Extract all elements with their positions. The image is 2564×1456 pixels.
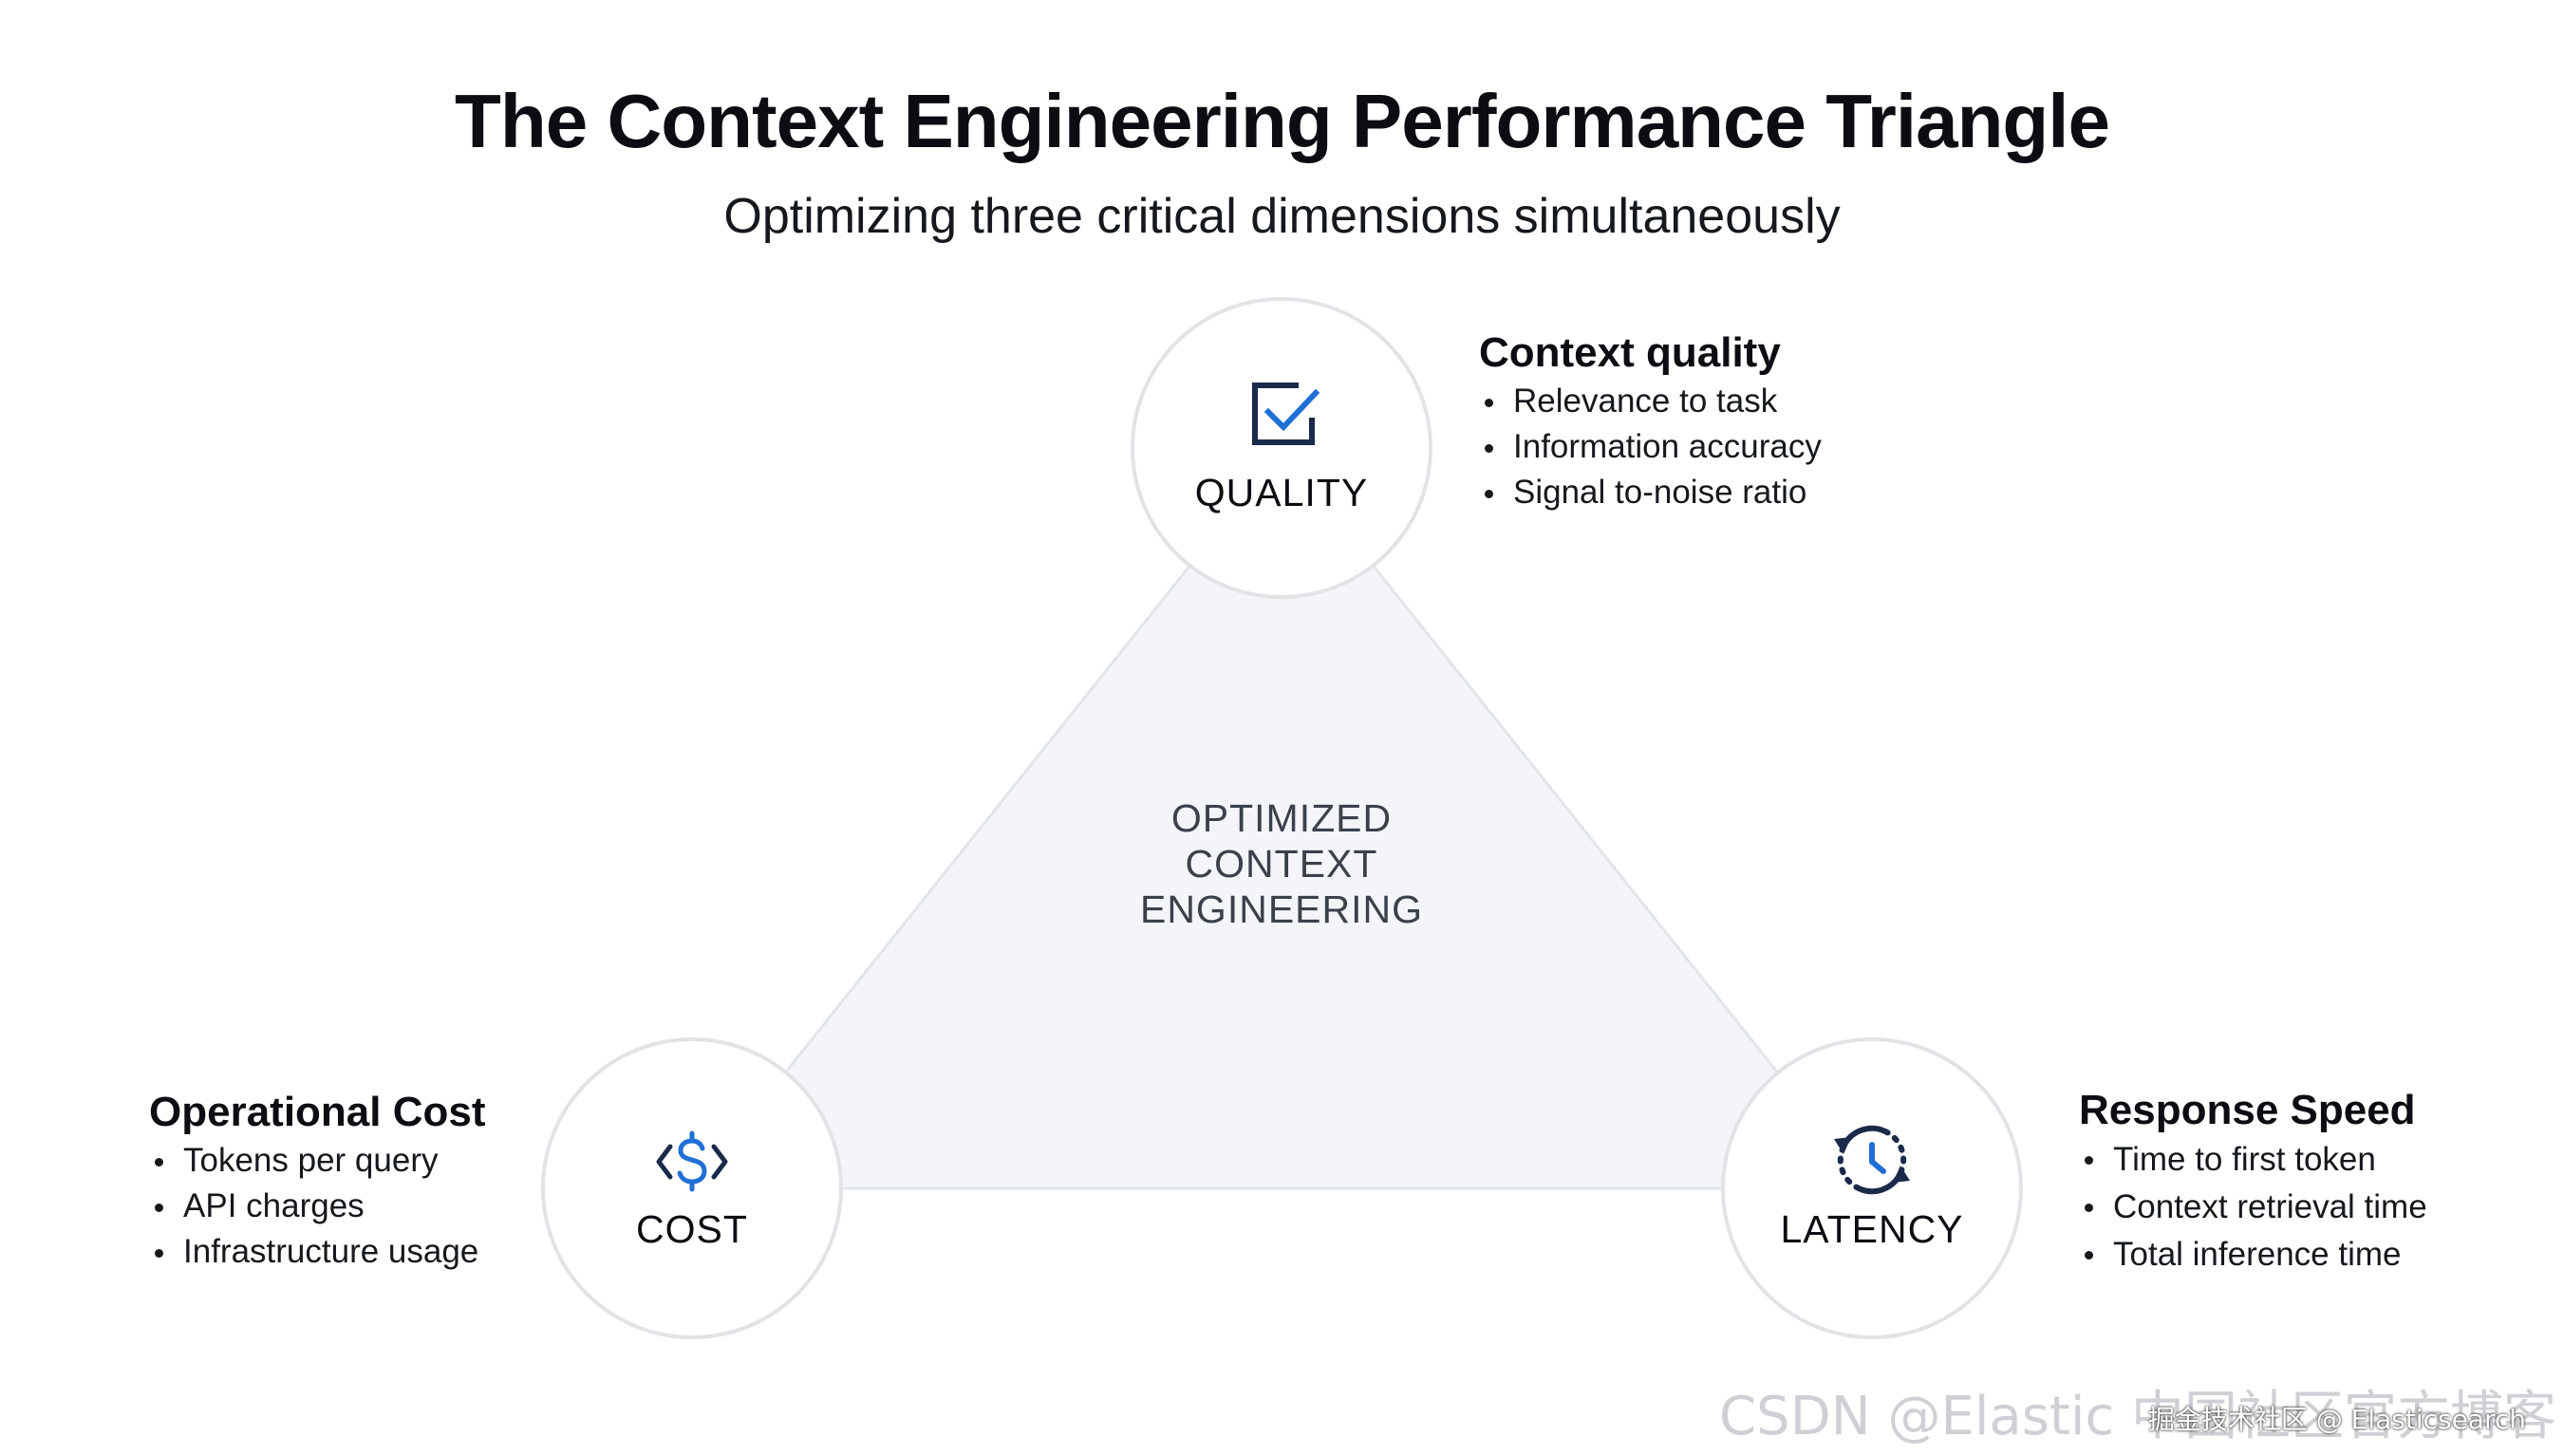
cost-info-block: Operational Cost Tokens per query API ch… [149,1087,486,1275]
list-item: Relevance to task [1479,379,1822,424]
quality-info-heading: Context quality [1479,329,1781,376]
latency-info-heading: Response Speed [2079,1087,2416,1133]
cost-node-label: COST [636,1207,748,1251]
quality-info-block: Context quality Relevance to task Inform… [1479,327,1822,515]
quality-node-circle [1131,297,1432,599]
quality-node-label: QUALITY [1194,471,1369,514]
dollar-code-icon [656,1130,728,1192]
latency-node-label: LATENCY [1780,1207,1964,1251]
triangle-shape [689,448,1874,1190]
checkbox-check-icon [1252,383,1320,445]
latency-info-block: Response Speed Time to first token Conte… [2079,1085,2427,1279]
list-item: Context retrieval time [2079,1184,2427,1231]
center-label: OPTIMIZED CONTEXT ENGINEERING [1140,795,1423,932]
latency-info-list: Time to first token Context retrieval ti… [2079,1136,2427,1279]
clock-refresh-icon [1834,1125,1910,1195]
list-item: Total inference time [2079,1231,2427,1279]
quality-info-list: Relevance to task Information accuracy S… [1479,379,1822,515]
cost-info-heading: Operational Cost [149,1089,486,1135]
juejin-watermark: 掘金技术社区 @ Elasticsearch [2147,1404,2526,1435]
latency-node-circle [1721,1037,2023,1339]
list-item: Signal to-noise ratio [1479,470,1822,515]
cost-info-list: Tokens per query API charges Infrastruct… [149,1138,486,1275]
list-item: Infrastructure usage [149,1229,486,1275]
center-label-line-3: ENGINEERING [1139,887,1424,931]
center-label-line-2: CONTEXT [1185,842,1378,886]
csdn-watermark: CSDN @Elastic 中国社区官方博客 [1719,1386,2556,1447]
watermark: CSDN @Elastic 中国社区官方博客 [1719,1373,2556,1450]
list-item: API charges [149,1184,486,1229]
list-item: Information accuracy [1479,424,1822,470]
page-subtitle: Optimizing three critical dimensions sim… [723,189,1841,244]
list-item: Time to first token [2079,1136,2427,1184]
center-label-line-1: OPTIMIZED [1170,796,1393,840]
list-item: Tokens per query [149,1138,486,1184]
page-title: The Context Engineering Performance Tria… [454,79,2110,163]
